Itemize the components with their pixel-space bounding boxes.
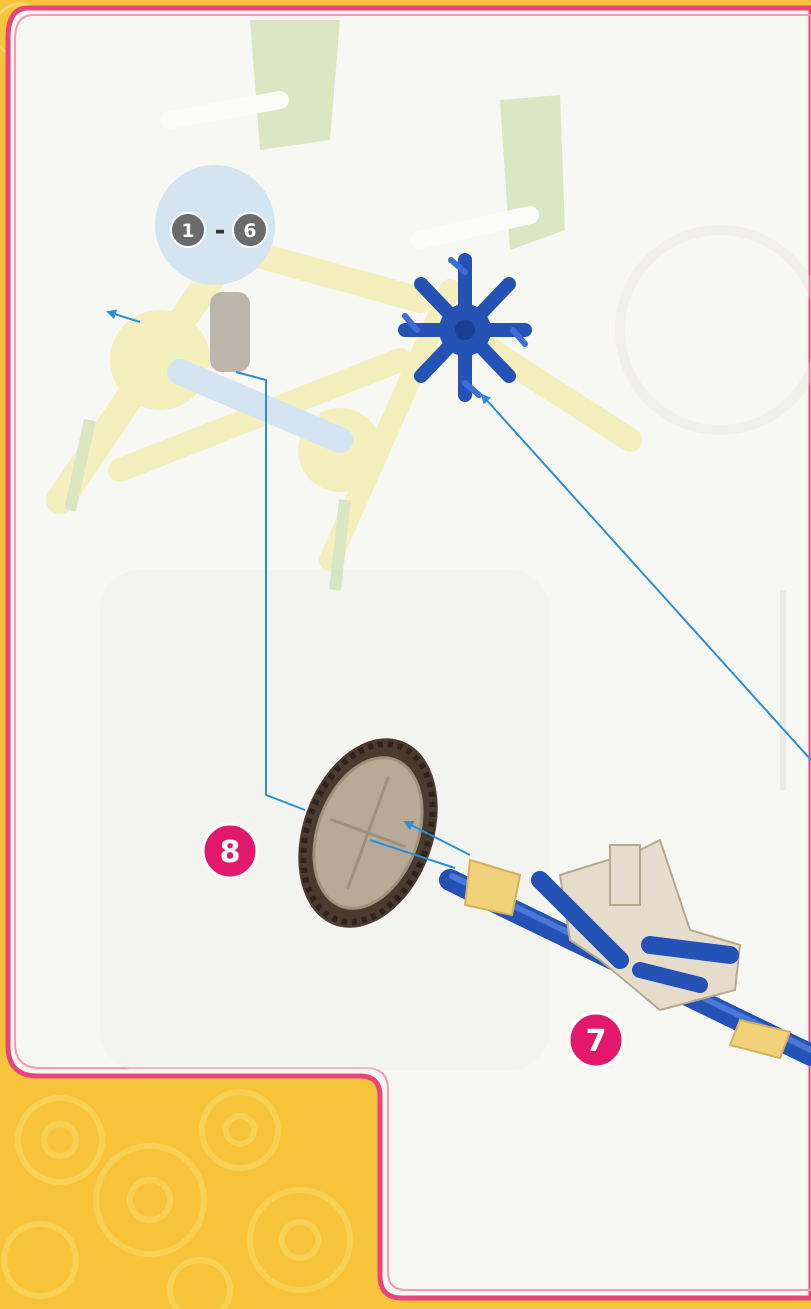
snowflake-connector-icon	[405, 260, 525, 395]
prior-step-range-badge: 1 - 6	[171, 213, 267, 247]
step-7-number: 7	[586, 1024, 607, 1059]
range-start-number: 1	[181, 220, 194, 242]
step-8-number: 8	[220, 835, 241, 870]
step-8-badge: 8	[203, 824, 257, 878]
range-separator: -	[215, 216, 226, 246]
step-7-badge: 7	[569, 1013, 623, 1067]
range-end-number: 6	[243, 220, 256, 242]
